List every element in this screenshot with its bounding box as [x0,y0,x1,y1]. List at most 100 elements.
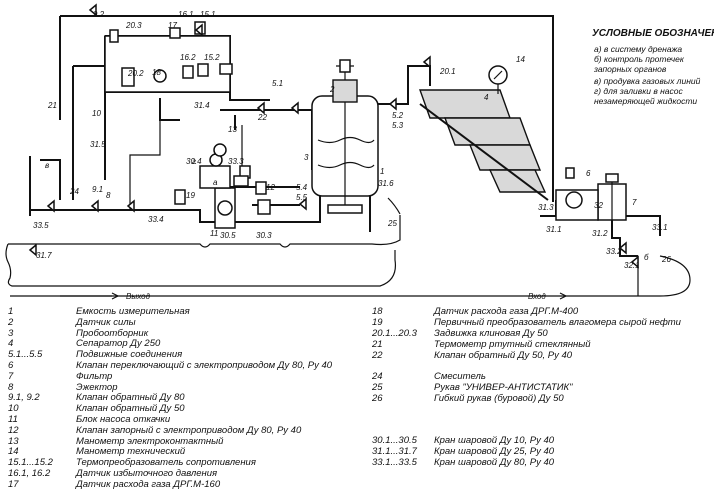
callout-label: 5.2 [392,111,404,120]
callout-label: 21 [47,101,57,110]
key-text: Первичный преобразователь влагомера сыро… [434,317,681,328]
key-number: 1 [8,306,14,317]
key-text: Кран шаровой Ду 25, Ру 40 [434,446,555,457]
legend-item: г) для заливки в насос [594,86,684,96]
key-number: 30.1...30.5 [372,435,417,446]
key-text: Клапан обратный Ду 50, Ру 40 [434,350,573,361]
key-number: 11 [8,414,18,425]
key-number: 21 [372,339,383,350]
key-text: Датчик расхода газа ДРГ.М-400 [434,306,579,317]
callout-label: 32 [594,201,603,210]
legend-title: УСЛОВНЫЕ ОБОЗНАЧЕНИЯ [592,28,714,39]
callout-label: 33.5 [33,221,49,230]
callout-label: 25 [387,219,397,228]
callout-label: 6 [586,169,591,178]
callout-label: г [192,157,196,166]
callout-label: 2 [329,85,335,94]
flow-labels: Выход Вход [60,292,568,301]
callout-label: 31.3 [538,203,554,212]
callout-label: 33.3 [228,157,244,166]
callout-label: 31.7 [36,251,52,260]
callout-label: 9.2 [93,10,105,19]
callout-label: 31.2 [592,229,608,238]
callout-label: 22 [257,113,267,122]
key-number: 6 [8,360,14,371]
callout-label: 4 [484,93,489,102]
key-number: 26 [372,393,383,404]
callout-label: 9.1 [92,185,103,194]
callout-label: 15.1 [200,10,216,19]
callout-label: 15.2 [204,53,220,62]
callout-label: 18 [152,68,161,77]
callout-label: в [45,161,49,170]
callout-label: 33.2 [606,247,622,256]
key-text: Блок насоса откачки [76,414,171,425]
gas-meter-block [104,21,233,93]
flow-in-label: Вход [528,292,546,301]
callout-label: б [644,253,649,262]
legend-item: запорных органов [593,64,667,74]
key-text: Клапан обратный Ду 80 [76,392,185,404]
key-text: Термометр ртутный стеклянный [434,339,591,350]
callout-label: a [213,178,218,187]
key-text: Кран шаровой Ду 80, Ру 40 [434,457,555,468]
key-number: 22 [372,350,383,361]
key-text: Смеситель [434,371,486,382]
callout-label: 32.1 [624,261,640,270]
callout-label: 3 [304,153,309,162]
key-number: 2 [8,316,14,328]
flow-out-label: Выход [126,292,151,301]
callout-label: 13 [228,125,237,134]
key-text: Датчик расхода газа ДРГ.М-160 [76,478,221,490]
key-number: 19 [372,317,383,328]
callout-label: 20.1 [439,67,456,76]
measuring-vessel [311,59,379,214]
key-text: Клапан обратный Ду 50 [76,403,185,415]
callout-label: 31.1 [546,225,562,234]
key-text: Задвижка клиновая Ду 50 [434,328,548,339]
callout-label: 19 [186,191,195,200]
callout-label: 33.1 [652,223,668,232]
legend: УСЛОВНЫЕ ОБОЗНАЧЕНИЯ а) в систему дренаж… [592,28,714,106]
key-number: 14 [8,446,19,458]
key-number: 9.1, 9.2 [8,392,40,404]
callout-label: 20.3 [125,21,142,30]
key-text: Термопреобразователь сопротивления [76,457,256,469]
callout-label: 31.4 [194,101,210,110]
key-text: Клапан запорный с электроприводом Ду 80,… [76,424,302,436]
legend-item: незамеряющей жидкости [594,96,697,106]
callout-label: 17 [168,21,177,30]
callout-label: 5.1 [272,79,283,88]
key-text: Эжектор [76,381,118,393]
pump-block [174,143,271,229]
key-text: Кран шаровой Ду 10, Ру 40 [434,435,555,446]
callout-label: 11 [210,229,218,238]
key-number: 10 [8,403,19,415]
legend-item: в) продувка газовых линий [594,76,701,86]
key-text: Пробоотборник [76,327,149,339]
key-text: Рукав "УНИВЕР-АНТИСТАТИК" [434,382,573,393]
callout-label: 30.4 [186,157,202,166]
callout-label: 33.4 [148,215,164,224]
callout-label: 5.3 [392,121,404,130]
callout-label: 16.2 [180,53,196,62]
key-text: Датчик силы [76,316,136,328]
key-number: 31.1...31.7 [372,446,417,457]
key-text: Сепаратор Ду 250 [76,338,161,350]
key-text: Манометр технический [76,446,186,458]
key-text: Подвижные соединения [76,349,183,361]
callout-label: 24 [69,187,79,196]
key-text: Манометр электроконтактный [76,435,224,447]
key-number: 24 [372,371,383,382]
key-number: 15.1...15.2 [8,457,53,469]
filter [597,173,627,228]
key-number: 13 [8,435,19,447]
key-text: Датчик избыточного давления [76,468,218,479]
callout-label: 31.6 [378,179,394,188]
callout-label: 20.2 [127,69,144,78]
key-text: Фильтр [76,370,113,382]
key-number: 20.1...20.3 [372,328,417,339]
key-number: 7 [8,370,14,382]
